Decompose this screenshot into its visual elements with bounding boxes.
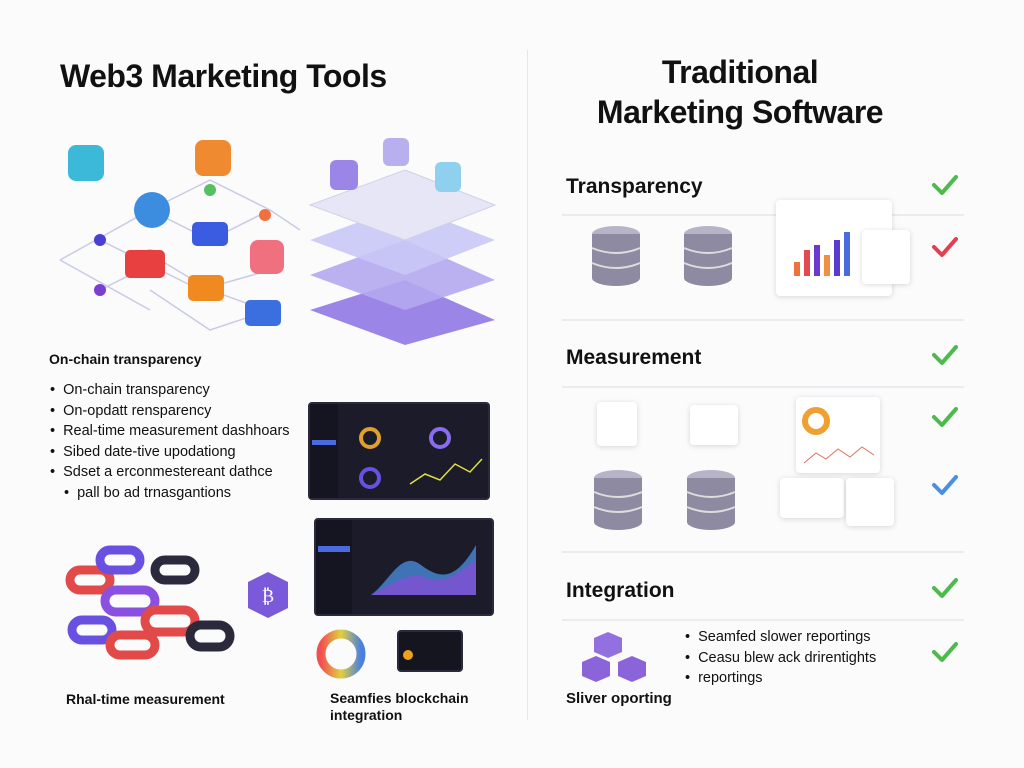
- form-card: [597, 402, 637, 446]
- integration-caption-1: Seamfies blockchain: [330, 690, 469, 706]
- dashboard-panel: [308, 402, 490, 500]
- database-icon: [591, 225, 641, 286]
- right-caption: Sliver oporting: [566, 690, 672, 707]
- integration-caption-2: integration: [330, 707, 403, 723]
- bullet-continued: pall bo ad trnasgantions: [50, 483, 290, 504]
- section-transparency: Transparency: [566, 175, 703, 198]
- section-measurement: Measurement: [566, 346, 702, 369]
- donut-chart-card: [796, 397, 880, 473]
- color-wheel-icon: [316, 629, 366, 679]
- bullet: Sibed date-tive upodationg: [50, 442, 290, 463]
- checkmark-icon: [932, 175, 958, 195]
- section-integration: Integration: [566, 579, 675, 602]
- wifi-icon: [68, 145, 104, 181]
- svg-text:₿: ₿: [262, 586, 274, 607]
- chart-dashboard-panel: [314, 518, 494, 616]
- left-title: Web3 Marketing Tools: [60, 58, 387, 94]
- bullet: Seamfed slower reportings: [685, 627, 876, 648]
- database-icon: [593, 469, 643, 530]
- checkmark-icon: [932, 578, 958, 598]
- divider: [562, 319, 964, 321]
- bullet: On-opdatt rensparency: [50, 401, 290, 422]
- right-title-line1: Traditional: [661, 54, 819, 90]
- list-card: [862, 230, 910, 284]
- left-bullet-list: On-chain transparency On-opdatt renspare…: [50, 380, 290, 504]
- bullet: reportings: [685, 668, 876, 689]
- database-icon: [686, 469, 736, 530]
- bullet: On-chain transparency: [50, 380, 290, 401]
- checkmark-icon: [932, 642, 958, 662]
- layers-icon: [308, 138, 497, 345]
- bullet: Ceasu blew ack drirentights: [685, 648, 876, 669]
- left-section-label: On-chain transparency: [49, 351, 202, 367]
- divider: [562, 214, 964, 216]
- right-bullet-list: Seamfed slower reportings Ceasu blew ack…: [685, 627, 876, 689]
- card-icon: [397, 630, 463, 672]
- bitcoin-icon: [250, 240, 284, 274]
- divider: [562, 386, 964, 388]
- bullet: Sdset a erconmestereant dathce: [50, 462, 290, 483]
- network-illustration: [59, 140, 301, 331]
- bitcoin-icon: ₿: [248, 572, 288, 618]
- bars-card: [780, 478, 844, 518]
- right-title-line2: Marketing Software: [596, 94, 884, 130]
- hexagon-blocks-icon: [582, 632, 646, 682]
- chain-caption: Rhal-time measurement: [66, 691, 225, 707]
- table-card: [690, 405, 738, 445]
- divider: [562, 551, 964, 553]
- checkmark-icon: [932, 237, 958, 257]
- divider: [527, 50, 528, 720]
- divider: [562, 619, 964, 621]
- chain-icon: [65, 545, 235, 660]
- checkmark-icon: [932, 345, 958, 365]
- bars-card: [846, 478, 894, 526]
- database-icon: [683, 225, 733, 286]
- checkmark-icon: [932, 475, 958, 495]
- bullet: Real-time measurement dashhoars: [50, 421, 289, 442]
- checkmark-icon: [932, 407, 958, 427]
